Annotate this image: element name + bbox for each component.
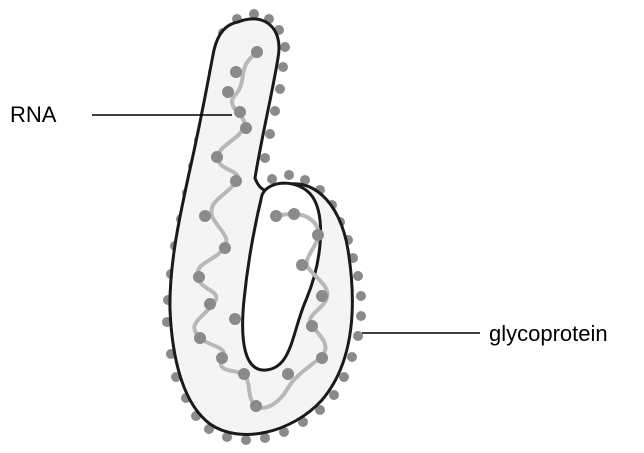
- rna-label: RNA: [10, 104, 56, 126]
- glycoprotein-label: glycoprotein: [489, 323, 608, 345]
